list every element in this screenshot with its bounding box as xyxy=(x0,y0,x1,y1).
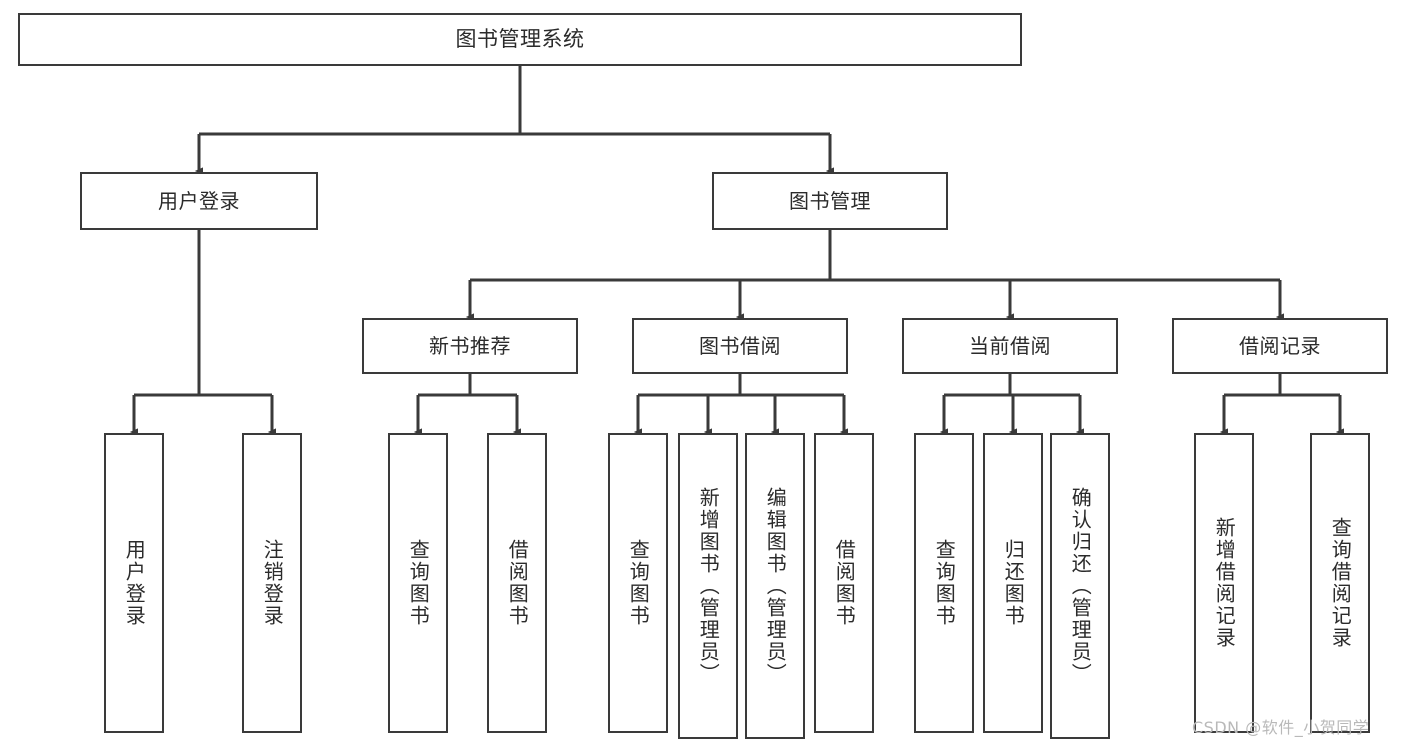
node-leaf-return-book: 归还图书 xyxy=(983,433,1043,733)
node-user-login: 用户登录 xyxy=(80,172,318,230)
node-leaf-query-book-2: 查询图书 xyxy=(608,433,668,733)
node-leaf-borrow-book-2: 借阅图书 xyxy=(814,433,874,733)
node-label: 注销登录 xyxy=(260,539,285,627)
node-leaf-edit-book: 编辑图书（管理员） xyxy=(745,433,805,739)
node-label: 查询图书 xyxy=(406,539,431,627)
node-borrow-record: 借阅记录 xyxy=(1172,318,1388,374)
node-leaf-confirm-return: 确认归还（管理员） xyxy=(1050,433,1110,739)
node-label: 用户登录 xyxy=(122,539,147,627)
node-label: 归还图书 xyxy=(1001,539,1026,627)
node-label: 借阅图书 xyxy=(505,539,530,627)
node-leaf-logout: 注销登录 xyxy=(242,433,302,733)
node-label: 图书借阅 xyxy=(699,334,781,358)
node-label: 新增借阅记录 xyxy=(1212,517,1237,649)
node-book-manage: 图书管理 xyxy=(712,172,948,230)
node-label: 查询图书 xyxy=(626,539,651,627)
node-label: 当前借阅 xyxy=(969,334,1051,358)
node-label: 查询图书 xyxy=(932,539,957,627)
node-label: 借阅记录 xyxy=(1239,334,1321,358)
node-leaf-add-book: 新增图书（管理员） xyxy=(678,433,738,739)
node-root: 图书管理系统 xyxy=(18,13,1022,66)
node-new-book-rec: 新书推荐 xyxy=(362,318,578,374)
node-label: 确认归还（管理员） xyxy=(1068,487,1093,685)
node-label: 用户登录 xyxy=(158,189,240,213)
node-book-borrow: 图书借阅 xyxy=(632,318,848,374)
node-label: 新书推荐 xyxy=(429,334,511,358)
node-label: 查询借阅记录 xyxy=(1328,517,1353,649)
node-label: 编辑图书（管理员） xyxy=(763,487,788,685)
node-leaf-user-login: 用户登录 xyxy=(104,433,164,733)
node-label: 图书管理系统 xyxy=(455,26,585,51)
node-leaf-query-book-3: 查询图书 xyxy=(914,433,974,733)
node-leaf-add-record: 新增借阅记录 xyxy=(1194,433,1254,733)
node-label: 借阅图书 xyxy=(832,539,857,627)
node-leaf-query-book-1: 查询图书 xyxy=(388,433,448,733)
node-leaf-borrow-book-1: 借阅图书 xyxy=(487,433,547,733)
node-label: 新增图书（管理员） xyxy=(696,487,721,685)
node-label: 图书管理 xyxy=(789,189,871,213)
node-current-borrow: 当前借阅 xyxy=(902,318,1118,374)
node-leaf-query-record: 查询借阅记录 xyxy=(1310,433,1370,733)
